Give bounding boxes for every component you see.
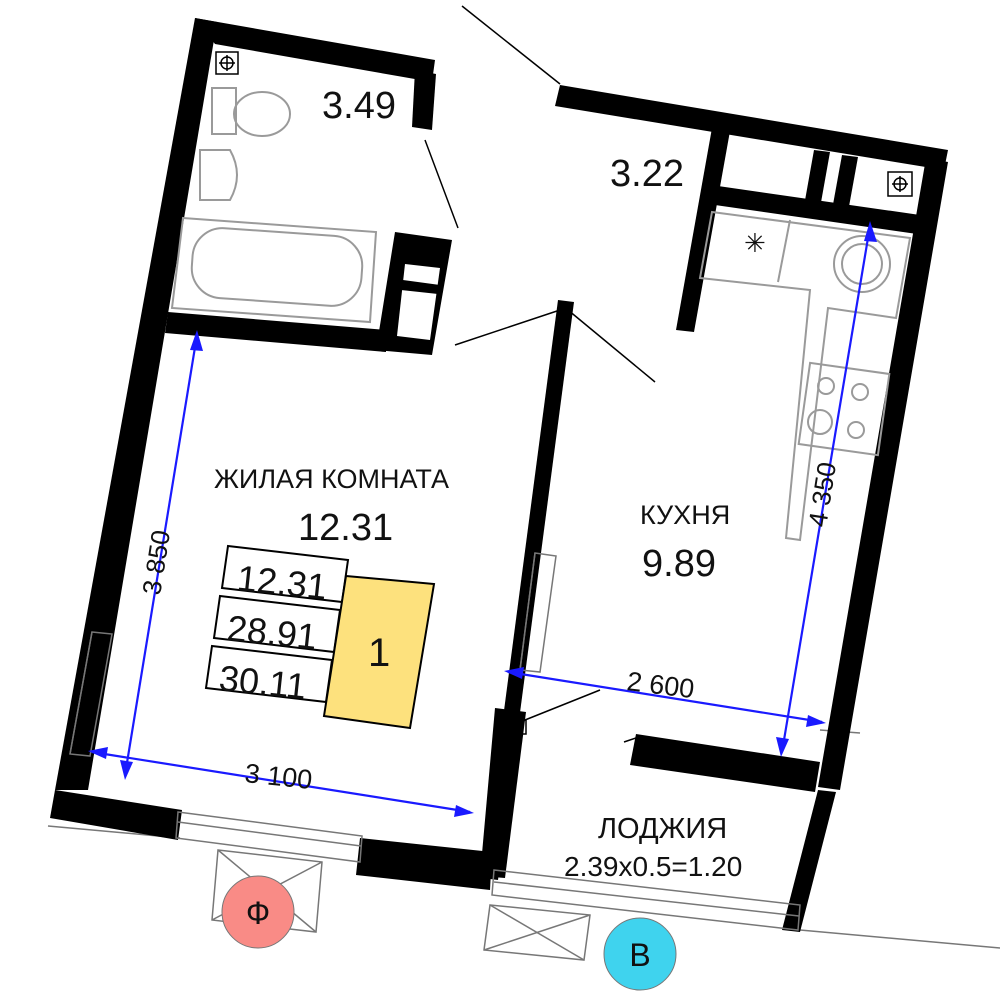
- wall-loggia-right: [782, 790, 836, 932]
- dim-kitchen-width: [507, 670, 823, 724]
- bathroom-area: 3.49: [322, 85, 396, 127]
- wall-left: [55, 18, 217, 790]
- kitchen-fixtures: ✳: [698, 171, 913, 542]
- kitchen-counter: [698, 210, 912, 542]
- hall-area: 3.22: [610, 153, 684, 195]
- marker-v: В: [603, 917, 677, 991]
- wall-bottom-mid: [356, 838, 492, 890]
- marker-f-letter: Ф: [246, 895, 270, 931]
- summary-table: 12.31 28.91 30.11 1: [204, 544, 436, 730]
- dimension-lines: [88, 221, 877, 817]
- loggia-formula: 2.39x0.5=1.20: [564, 851, 742, 882]
- wall-loggia-top: [630, 734, 820, 792]
- dim-living-width: [91, 750, 471, 814]
- wall-bath-top: [195, 18, 435, 82]
- summary-total-with-loggia: 30.11: [217, 657, 308, 707]
- wall-kitchen-top: [555, 85, 948, 170]
- stove-icon: [797, 361, 891, 457]
- fan-icon: ✳: [744, 228, 766, 258]
- wall-bath-right-upper: [412, 70, 436, 130]
- summary-living-area: 12.31: [235, 557, 329, 607]
- dim-label-kitchen-width: 2 600: [625, 666, 696, 704]
- toilet-icon: [233, 91, 291, 137]
- bathroom-fixtures: [170, 51, 378, 324]
- room-count-badge: [322, 574, 436, 730]
- sink-icon: [199, 149, 238, 201]
- wall-bottom-left: [50, 790, 182, 840]
- marker-v-letter: В: [629, 937, 650, 973]
- loggia-name: ЛОДЖИЯ: [598, 813, 727, 845]
- marker-f: Ф: [221, 875, 295, 949]
- dim-living-height: [123, 334, 199, 776]
- wall-niche: [715, 186, 920, 234]
- living-room-name: ЖИЛАЯ КОМНАТА: [214, 464, 449, 494]
- wall-bath-bottom: [165, 312, 386, 352]
- dim-label-living-height: 3 850: [136, 528, 176, 597]
- dim-kitchen-height: [780, 225, 872, 753]
- kitchen-area: 9.89: [642, 543, 716, 585]
- summary-room-count: 1: [368, 631, 390, 675]
- bathtub-icon: [170, 216, 378, 324]
- dim-label-living-width: 3 100: [243, 758, 313, 795]
- kitchen-sink-icon: [833, 235, 891, 293]
- summary-total-area: 28.91: [225, 607, 319, 657]
- living-room-area: 12.31: [298, 507, 393, 549]
- walls: [50, 18, 948, 932]
- kitchen-name: КУХНЯ: [640, 500, 730, 530]
- wall-kitchen-right: [818, 158, 948, 790]
- wall-kitchen-left: [676, 128, 730, 332]
- toilet-tank-icon: [211, 87, 237, 135]
